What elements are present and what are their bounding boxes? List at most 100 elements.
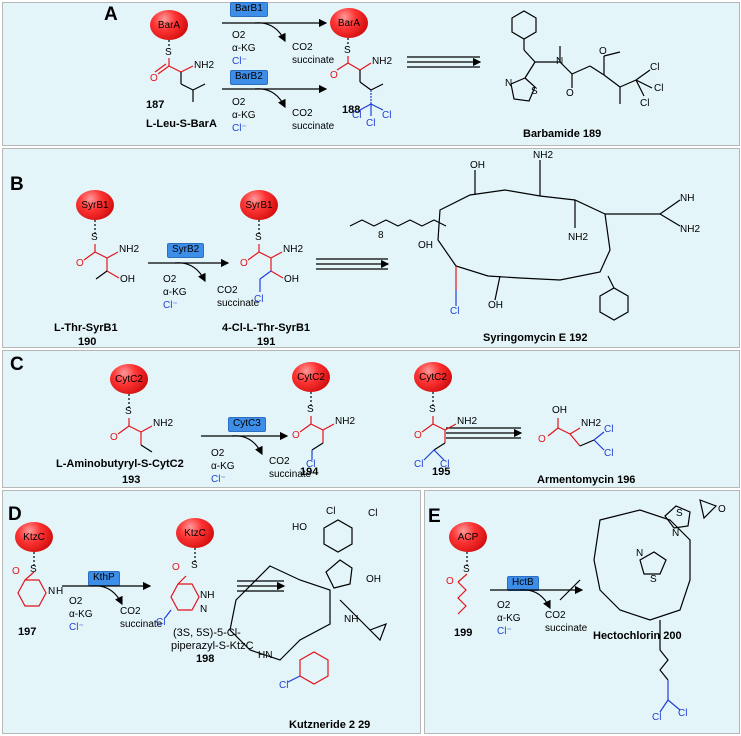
carrier-cytc2-start: CytC2 <box>110 364 148 394</box>
atom-o-198: O <box>172 562 180 573</box>
compound-193-number: 193 <box>122 474 141 486</box>
atom-o-188: O <box>330 70 338 81</box>
atom-s-194: S <box>307 404 314 415</box>
atom-cl-198: Cl <box>156 617 166 628</box>
atom-cl2-kutz: Cl <box>368 508 378 519</box>
atom-o2-barbamide: O <box>566 88 574 99</box>
compound-198-number: 198 <box>196 653 215 665</box>
compound-191-number: 191 <box>257 336 276 348</box>
panel-a <box>2 2 740 146</box>
atom-s2-hecto: S <box>650 574 657 585</box>
kutzneride-name: Kutzneride 2 29 <box>289 719 371 731</box>
carrier-ktzc-start: KtzC <box>15 522 53 552</box>
carrier-syrb1-product: SyrB1 <box>240 190 278 220</box>
carrier-cytc2-product1: CytC2 <box>292 362 330 392</box>
atom-nh2-191: NH2 <box>283 244 304 255</box>
structure-198 <box>164 548 200 619</box>
compound-190-number: 190 <box>78 336 97 348</box>
carrier-acp-start: ACP <box>449 522 487 552</box>
enzyme-tag-cytc3: CytC3 <box>228 417 266 432</box>
atom-nh-198: NH <box>200 590 215 601</box>
structure-191 <box>247 220 284 292</box>
atom-o-199: O <box>446 576 454 587</box>
atom-o-196: O <box>538 434 546 445</box>
compound-187-number: 187 <box>146 99 165 111</box>
atom-nh-kutz: NH <box>344 614 359 625</box>
armentomycin-name: Armentomycin 196 <box>537 474 636 486</box>
atom-oh-syr-chain: OH <box>418 240 433 251</box>
atom-nh2-188: NH2 <box>372 56 393 67</box>
atom-cl-syr: Cl <box>450 306 460 317</box>
atom-n2-barbamide: N <box>505 78 513 89</box>
structure-197 <box>17 552 47 607</box>
carrier-cytc2-product2: CytC2 <box>414 362 452 392</box>
enzyme-tag-barb1: BarB1 <box>230 2 268 17</box>
atom-o-190: O <box>76 258 84 269</box>
atom-s-193: S <box>125 406 132 417</box>
carrier-bara-start: BarA <box>150 10 188 40</box>
arrows-e <box>490 585 584 610</box>
atom-n-barbamide: N <box>556 56 564 67</box>
carrier-syrb1-start: SyrB1 <box>76 190 114 220</box>
atom-cl-194: Cl <box>306 459 316 470</box>
atom-s-199: S <box>463 564 470 575</box>
atom-cl2-barbamide: Cl <box>654 83 664 94</box>
atom-cl1-188: Cl <box>352 110 362 121</box>
atom-oh-kutz: OH <box>366 574 381 585</box>
atom-o-194: O <box>292 430 300 441</box>
atom-ho-kutz: HO <box>292 522 307 533</box>
atom-nh2-194: NH2 <box>335 416 356 427</box>
atom-cl3-188: Cl <box>382 110 392 121</box>
atom-oh-196: OH <box>552 405 567 416</box>
atom-nh2-193: NH2 <box>153 418 174 429</box>
atom-o-191: O <box>240 258 248 269</box>
arrows-c <box>201 427 523 456</box>
atom-cl1-kutz: Cl <box>326 506 336 517</box>
atom-s-188: S <box>344 45 351 56</box>
atom-o-187: O <box>150 73 158 84</box>
atom-nh2-196: NH2 <box>581 418 602 429</box>
panel-label-c: C <box>10 354 24 375</box>
enzyme-tag-syrb2: SyrB2 <box>167 243 205 258</box>
compound-194-number: 194 <box>300 466 319 478</box>
atom-s-195: S <box>429 404 436 415</box>
atom-o-197: O <box>12 566 20 577</box>
syringomycin-name: Syringomycin E 192 <box>483 332 588 344</box>
atom-h-197: H <box>56 586 64 597</box>
structure-188 <box>336 38 384 116</box>
atom-oh-191: OH <box>284 274 299 285</box>
atom-cl3-barbamide: Cl <box>640 98 650 109</box>
panel-b <box>2 148 740 348</box>
atom-nh2-syr-mid: NH2 <box>568 232 589 243</box>
structure-syringomycin <box>349 160 681 321</box>
atom-nh2-187: NH2 <box>194 60 215 71</box>
atom-s-197: S <box>30 564 37 575</box>
structure-193 <box>117 394 153 453</box>
atom-cl1-hecto: Cl <box>652 712 662 723</box>
compound-193-name: L-Aminobutyryl-S-CytC2 <box>56 458 184 470</box>
panel-label-b: B <box>10 174 24 195</box>
atom-cl-191: Cl <box>254 294 264 305</box>
barbamide-name: Barbamide 189 <box>523 128 602 140</box>
atom-nh2-syr-top: NH2 <box>533 150 554 161</box>
structure-187 <box>154 40 206 102</box>
atom-o-195: O <box>414 430 422 441</box>
atom-hn-kutz: HN <box>258 650 273 661</box>
atom-cl2-195: Cl <box>440 459 450 470</box>
atom-cl1-196: Cl <box>604 424 614 435</box>
structure-barbamide <box>510 10 653 104</box>
panel-label-e: E <box>428 506 441 527</box>
atom-s-barbamide: S <box>531 86 538 97</box>
carrier-bara-product: BarA <box>330 8 368 38</box>
enzyme-tag-barb2: BarB2 <box>230 70 268 85</box>
compound-195-number: 195 <box>432 466 451 478</box>
